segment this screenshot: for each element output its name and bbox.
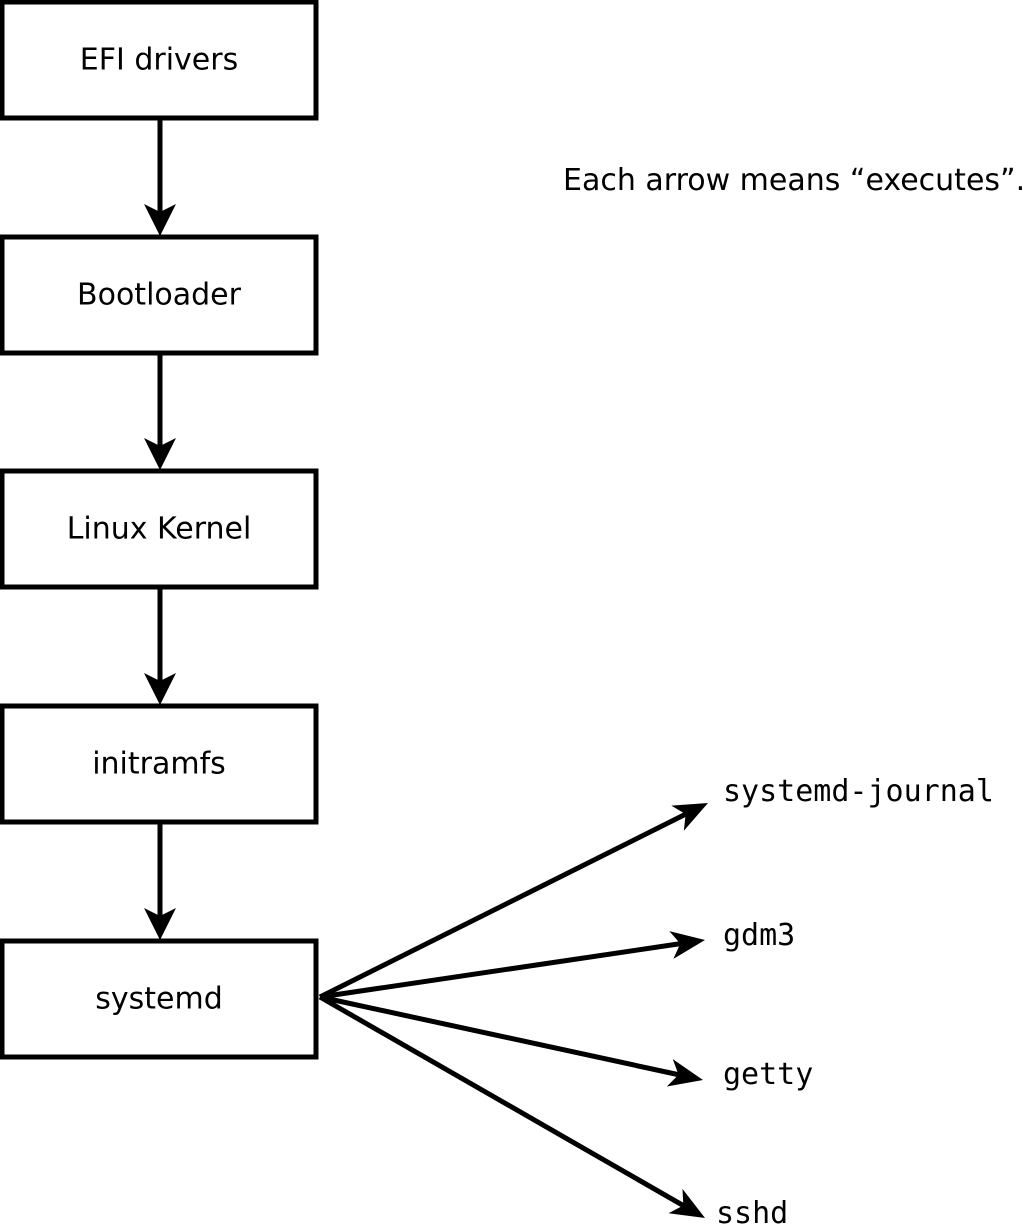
stage-box-systemd[interactable]: systemd xyxy=(0,938,319,1060)
chain-arrow-kernel-to-initramfs xyxy=(144,587,176,705)
chain-arrow-bootloader-to-kernel xyxy=(144,353,176,470)
process-label-gdm3: gdm3 xyxy=(723,918,795,953)
legend-note: Each arrow means “executes”. xyxy=(563,163,1023,198)
arrow-head-icon xyxy=(668,1188,705,1218)
stage-box-outline xyxy=(0,234,319,356)
fanout-arrow-line xyxy=(319,940,683,1000)
stage-box-linux-kernel[interactable]: Linux Kernel xyxy=(0,468,319,590)
arrow-head-icon xyxy=(144,673,176,705)
stage-box-label: Bootloader xyxy=(77,278,242,313)
stage-box-efi-drivers[interactable]: EFI drivers xyxy=(0,0,319,121)
stage-box-outline xyxy=(0,0,319,121)
stage-box-outline xyxy=(0,468,319,590)
process-label-getty: getty xyxy=(723,1057,813,1092)
stage-box-label: Linux Kernel xyxy=(67,512,252,547)
chain-arrow-initramfs-to-systemd xyxy=(144,822,176,940)
fanout-arrow-systemd-journal xyxy=(318,803,708,1000)
process-label-systemd-journal: systemd-journal xyxy=(723,774,994,809)
fanout-arrow-line xyxy=(318,811,689,1000)
arrow-head-icon xyxy=(671,803,708,831)
stage-box-outline xyxy=(0,938,319,1060)
fanout-arrow-getty xyxy=(319,994,703,1087)
stage-box-label: initramfs xyxy=(92,747,226,782)
stage-box-label: EFI drivers xyxy=(80,43,238,78)
fanout-arrow-line xyxy=(319,994,682,1078)
arrow-head-icon xyxy=(144,204,176,236)
process-label-sshd: sshd xyxy=(716,1196,788,1230)
arrow-head-icon xyxy=(669,931,705,959)
stage-box-bootloader[interactable]: Bootloader xyxy=(0,234,319,356)
arrow-head-icon xyxy=(144,908,176,940)
arrow-head-icon xyxy=(666,1059,703,1087)
chain-arrow-efi-to-bootloader xyxy=(144,118,176,236)
arrow-head-icon xyxy=(144,438,176,470)
fanout-arrow-line xyxy=(318,994,687,1209)
stage-box-initramfs[interactable]: initramfs xyxy=(0,703,319,825)
stage-box-label: systemd xyxy=(95,982,223,1017)
fanout-arrow-sshd xyxy=(318,994,705,1218)
stage-box-outline xyxy=(0,703,319,825)
fanout-arrow-gdm3 xyxy=(319,931,705,1000)
